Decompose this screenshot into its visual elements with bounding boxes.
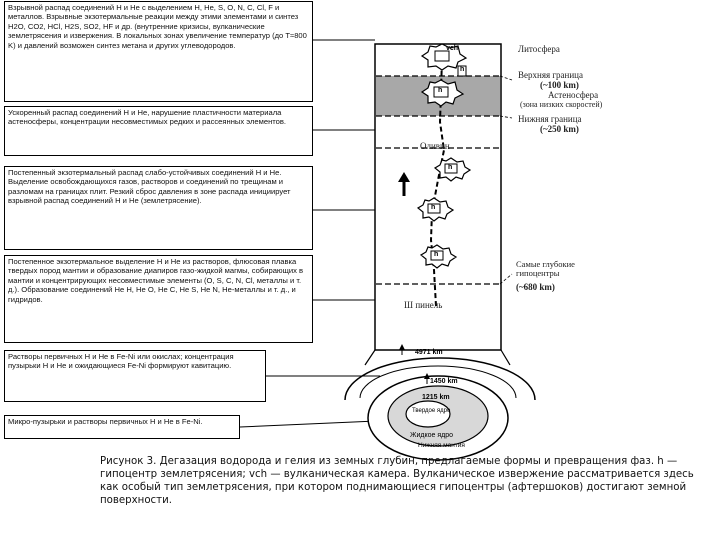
vch-burst-icon — [420, 43, 468, 71]
h-label-mid-1: h — [448, 164, 453, 171]
asthenosphere-label: Астеносфера — [548, 90, 599, 100]
upper-depth-label: (~100 km) — [540, 80, 579, 90]
hypocenter-burst-icon-3 — [416, 197, 455, 222]
h-label-mid-2: h — [431, 204, 436, 211]
text-box-primary-solutions: Растворы первичных Н и Не в Fe-Ni или ок… — [4, 350, 266, 402]
hypocenter-burst-icon-1 — [420, 79, 465, 107]
outer-core-label: Жидкое ядро — [410, 432, 453, 439]
upper-boundary-label: Верхняя граница — [518, 70, 583, 80]
depth-arrow-4971 — [399, 344, 405, 355]
text-box-gradual-decay: Постепенный экзотермальный распад слабо-… — [4, 166, 313, 250]
text-box-accelerated-decay: Ускоренный распад соединений Н и Не, нар… — [4, 106, 313, 156]
depth-arrow-1450 — [424, 373, 430, 384]
depth-4971-label: 4971 km — [415, 349, 443, 356]
deep-depth-label: (~680 km) — [516, 282, 555, 292]
text-box-exothermal-release: Постепенное экзотермальное выделение Н и… — [4, 255, 313, 343]
lower-depth-label: (~250 km) — [540, 124, 579, 134]
depth-1215-label: 1215 km — [422, 394, 450, 401]
h-label-mid-3: h — [434, 251, 439, 258]
asthenosphere-note: (зона низких скоростей) — [520, 100, 603, 109]
h-label-top: h — [460, 66, 465, 73]
hypocenter-burst-icon-4 — [419, 244, 458, 269]
lithosphere-label: Литосфера — [518, 44, 560, 54]
inner-core-label: Твердое ядро — [412, 408, 451, 414]
h-label-band: h — [438, 87, 443, 94]
spinel-label: Ш пинель — [404, 300, 443, 310]
vch-label: vch — [446, 45, 459, 52]
deep-quakes-label: Самые глубокие гипоцентры — [516, 259, 575, 278]
text-box-explosive-decay: Взрывной распад соединений Н и Не с выде… — [4, 1, 313, 102]
text-box-micro-bubbles: Микро-пузырьки и растворы первичных Н и … — [4, 415, 240, 439]
olivine-label: Оливин — [420, 141, 450, 151]
upward-arrow-icon — [398, 172, 410, 196]
lower-mantle-label: Нижняя мантия — [418, 442, 465, 449]
hypocenter-burst-icon-2 — [433, 157, 472, 182]
figure-caption: Рисунок 3. Дегазация водорода и гелия из… — [100, 456, 694, 506]
depth-1450-label: 1450 km — [430, 378, 458, 385]
inner-core-shell — [405, 400, 451, 428]
lower-boundary-label: Нижняя граница — [518, 114, 582, 124]
